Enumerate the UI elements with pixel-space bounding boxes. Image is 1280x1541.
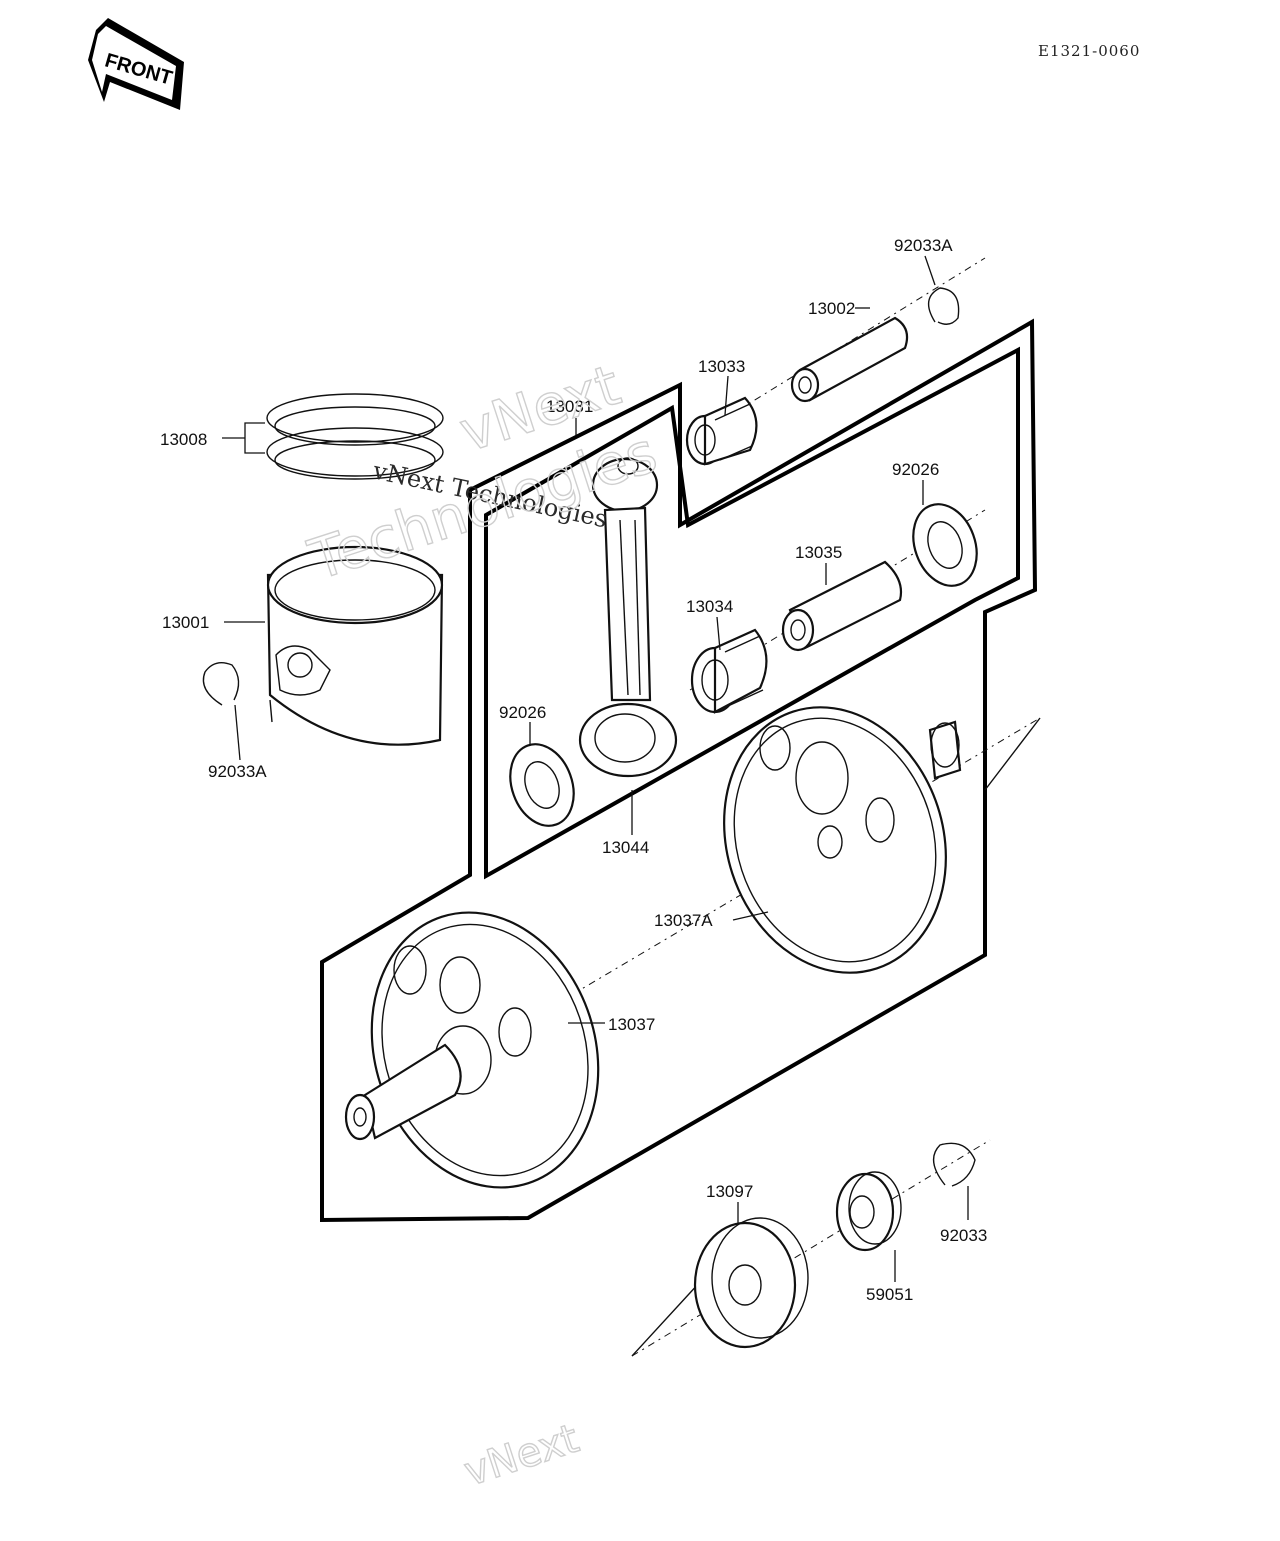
- needle-bearing-small-end: [685, 396, 758, 466]
- label-13034: 13034: [686, 597, 733, 616]
- label-92026-left: 92026: [499, 703, 546, 722]
- axis-line-gear: [631, 1139, 991, 1357]
- label-13097: 13097: [706, 1182, 753, 1201]
- piston-rings: [266, 393, 444, 480]
- crank-half-left: [344, 911, 600, 1189]
- label-13037A: 13037A: [654, 911, 713, 930]
- label-13044: 13044: [602, 838, 649, 857]
- ring-bracket: [244, 422, 265, 454]
- thrust-washer-right: [912, 503, 978, 587]
- leader-lines: [224, 255, 969, 1282]
- piston-pin: [790, 316, 909, 403]
- primary-gear: [693, 1217, 809, 1349]
- crank-pin: [781, 560, 903, 652]
- label-13031: 13031: [546, 397, 593, 416]
- needle-bearing-big-end: [690, 628, 768, 714]
- label-13035: 13035: [795, 543, 842, 562]
- label-13033: 13033: [698, 357, 745, 376]
- label-13001: 13001: [162, 613, 209, 632]
- connecting-rod: [578, 457, 678, 778]
- assembly-inner-outline: [484, 346, 1020, 880]
- crank-half-right: [723, 706, 962, 974]
- label-13037: 13037: [608, 1015, 655, 1034]
- thrust-washer-left: [509, 743, 575, 827]
- circlip-top: [927, 287, 960, 325]
- label-92033A-top: 92033A: [894, 236, 953, 255]
- label-92033A-left: 92033A: [208, 762, 267, 781]
- circlip-gear: [932, 1142, 976, 1187]
- front-arrow-icon: FRONT: [88, 18, 184, 110]
- watermark-text-4: vNext: [459, 1416, 584, 1496]
- sprocket: [835, 1171, 902, 1252]
- axis-arrow-upper: [984, 717, 1041, 791]
- assembly-outline: [320, 318, 1038, 1223]
- axis-arrow-lower: [631, 1281, 701, 1357]
- label-92026-right: 92026: [892, 460, 939, 479]
- label-13002: 13002: [808, 299, 855, 318]
- label-92033: 92033: [940, 1226, 987, 1245]
- diagram-code: E1321-0060: [1038, 42, 1140, 60]
- piston: [266, 545, 444, 746]
- label-13008: 13008: [160, 430, 207, 449]
- label-59051: 59051: [866, 1285, 913, 1304]
- circlip-left: [202, 662, 240, 706]
